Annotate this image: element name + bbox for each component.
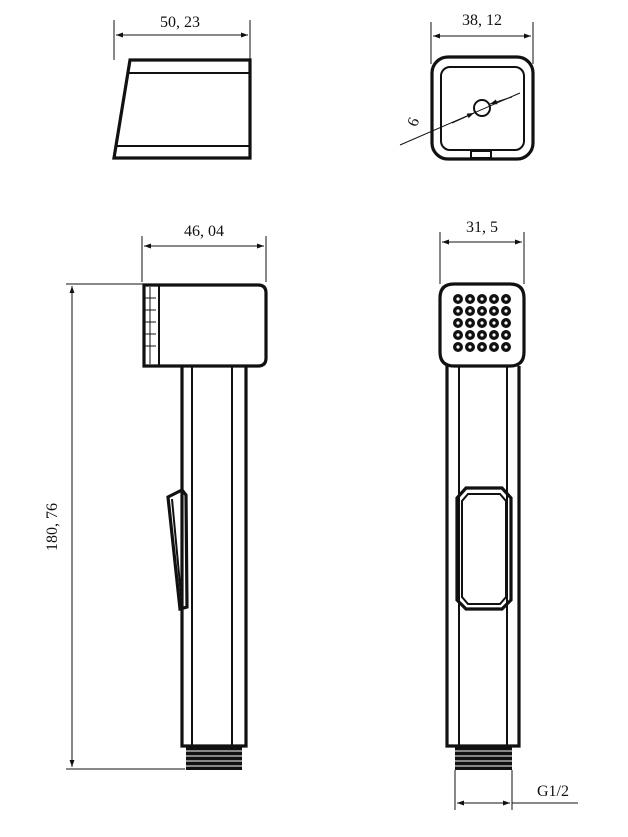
nozzle-hole <box>468 333 472 337</box>
nozzle-hole <box>492 333 496 337</box>
nozzle-hole <box>456 297 460 301</box>
holder-body <box>112 58 252 160</box>
hole-diameter-label: 6 <box>404 115 423 129</box>
nozzle-hole <box>492 345 496 349</box>
holder-width-label: 50, 23 <box>160 14 200 31</box>
total-length-label: 180, 76 <box>44 503 61 551</box>
shower-front-view: 31, 5 G1/2 <box>438 219 578 810</box>
thread-label: G1/2 <box>537 783 569 800</box>
holder-front-outline <box>430 55 535 161</box>
shower-head-side <box>142 283 268 368</box>
nozzle-hole <box>468 345 472 349</box>
head-front-width-label: 31, 5 <box>466 219 498 236</box>
nozzle-hole <box>480 297 484 301</box>
head-side-width-label: 46, 04 <box>184 223 224 240</box>
trigger-front <box>455 486 513 611</box>
nozzle-hole <box>456 345 460 349</box>
holder-front-width-label: 38, 12 <box>462 12 502 29</box>
nozzle-hole <box>504 321 508 325</box>
nozzle-hole <box>480 321 484 325</box>
nozzle-hole <box>504 333 508 337</box>
shower-head-front <box>438 282 526 368</box>
nozzle-grid <box>453 294 511 352</box>
trigger-lever <box>166 487 189 612</box>
nozzle-hole <box>480 345 484 349</box>
nozzle-hole <box>504 297 508 301</box>
nozzle-hole <box>456 321 460 325</box>
nozzle-hole <box>492 321 496 325</box>
nozzle-hole <box>468 321 472 325</box>
nozzle-hole <box>456 309 460 313</box>
mounting-hole <box>473 99 491 117</box>
nozzle-hole <box>492 297 496 301</box>
nozzle-hole <box>468 297 472 301</box>
nozzle-hole <box>468 309 472 313</box>
nozzle-hole <box>492 309 496 313</box>
nozzle-hole <box>456 333 460 337</box>
nozzle-hole <box>480 333 484 337</box>
shower-side-view: 46, 04 180, 76 <box>44 223 268 770</box>
nozzle-hole <box>504 309 508 313</box>
nozzle-hole <box>480 309 484 313</box>
holder-front-view: 38, 12 6 <box>399 12 535 161</box>
nozzle-hole <box>504 345 508 349</box>
holder-side-view: 50, 23 <box>112 14 252 160</box>
